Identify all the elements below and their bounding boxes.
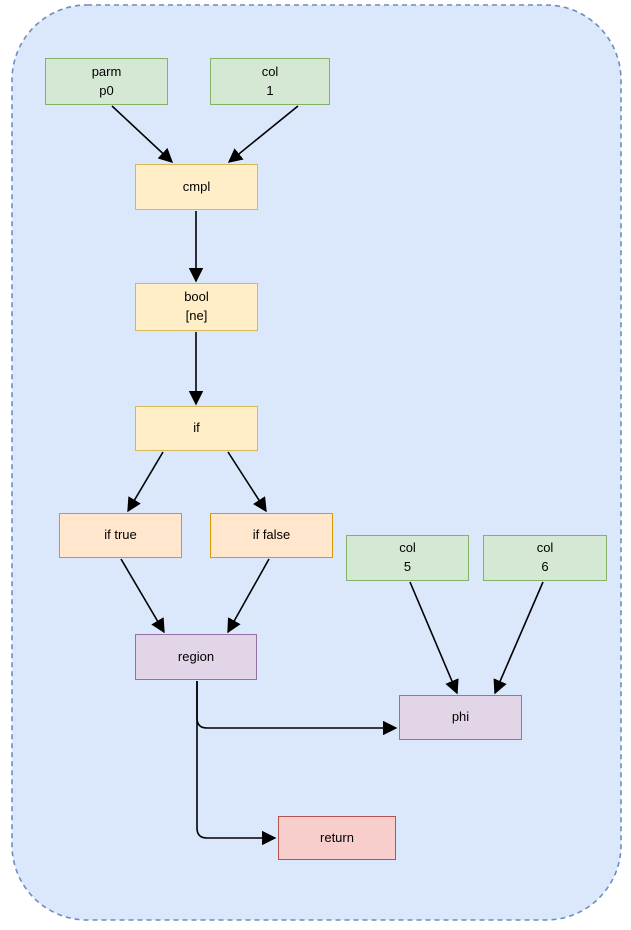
node-region[interactable]: region (135, 634, 257, 680)
edge-col-5-to-phi (409, 581, 459, 695)
node-col-5[interactable]: col 5 (346, 535, 469, 581)
edge-if-to-if-false (227, 451, 267, 513)
edge-parm-p0-to-cmpl (111, 105, 174, 163)
edge-if-to-if-true (127, 451, 164, 513)
edge-region-to-return (196, 681, 277, 846)
edge-col-6-to-phi (493, 581, 544, 695)
node-if-false[interactable]: if false (210, 513, 333, 558)
edge-col-1-to-cmpl (227, 105, 299, 163)
node-col-1[interactable]: col 1 (210, 58, 330, 105)
node-return[interactable]: return (278, 816, 396, 860)
node-cmpl[interactable]: cmpl (135, 164, 258, 210)
edge-if-false-to-region (227, 558, 270, 634)
node-if-true[interactable]: if true (59, 513, 182, 558)
edge-if-true-to-region (120, 558, 165, 634)
group-container (11, 4, 622, 921)
node-phi[interactable]: phi (399, 695, 522, 740)
node-if[interactable]: if (135, 406, 258, 451)
node-parm-p0[interactable]: parm p0 (45, 58, 168, 105)
node-col-6[interactable]: col 6 (483, 535, 607, 581)
node-bool-ne[interactable]: bool [ne] (135, 283, 258, 331)
